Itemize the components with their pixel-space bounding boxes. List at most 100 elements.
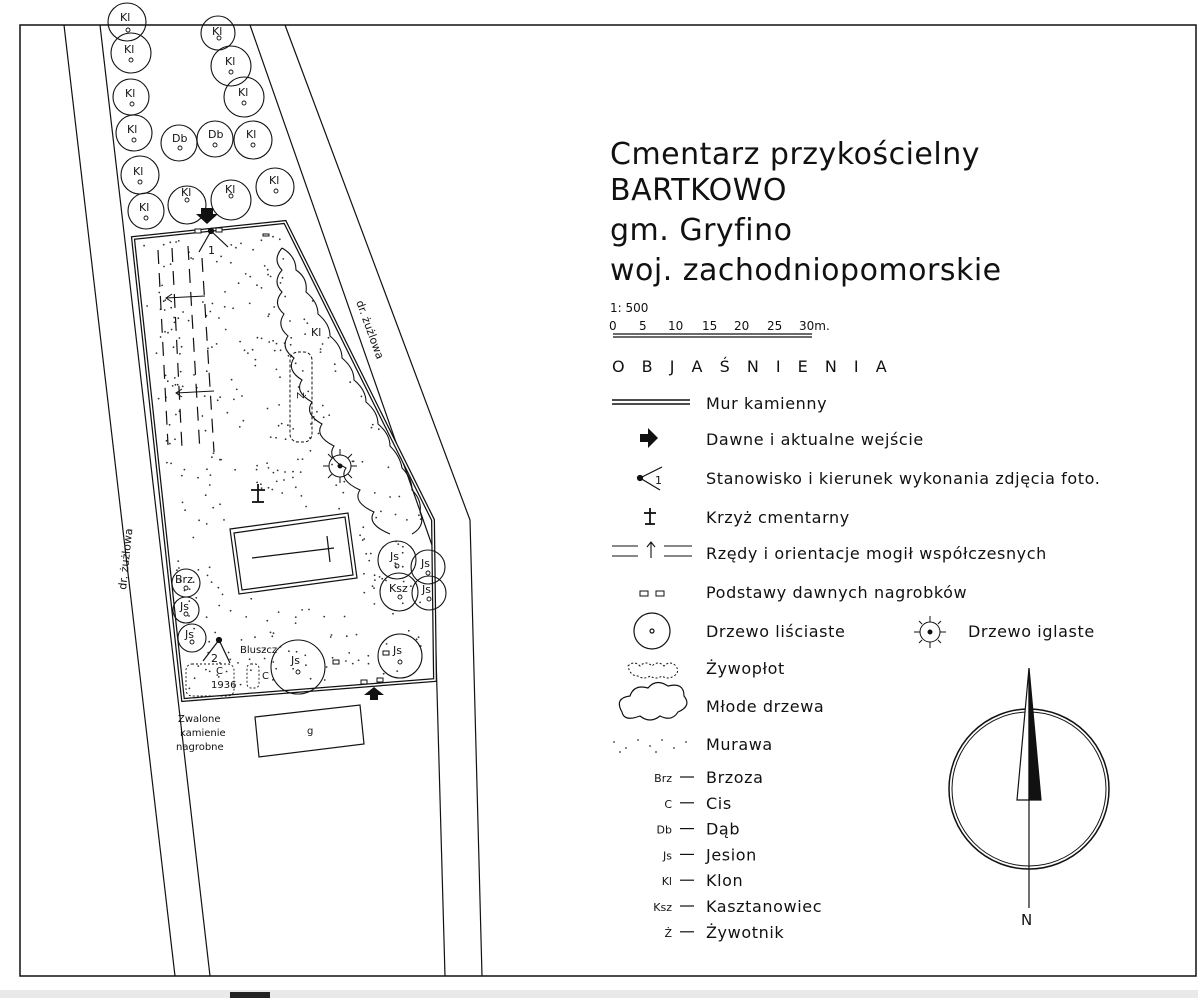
lawn-dot [327, 336, 330, 339]
lawn-dot [243, 349, 246, 352]
compass-needle-light [1016, 667, 1030, 801]
lawn-dot [325, 666, 328, 668]
lawn-dot [250, 597, 253, 600]
lawn-dot [266, 619, 269, 622]
tree-kl-5: Kl [133, 165, 143, 178]
tree-kl-10: Kl [246, 128, 256, 141]
lawn-dot [317, 432, 320, 435]
lawn-dot [398, 495, 401, 498]
legend-lawn-symbol [613, 739, 687, 753]
lawn-dot [211, 346, 213, 348]
north-arrow: N [948, 667, 1110, 929]
lawn-dot [211, 456, 213, 459]
lawn-dot [179, 352, 181, 355]
lawn-dot [375, 516, 378, 519]
lawn-dot [305, 505, 307, 508]
lawn-dot [260, 337, 263, 340]
lawn-dot [266, 268, 269, 271]
lawn-dot [370, 426, 373, 429]
thuja-hedge [289, 351, 313, 443]
lawn-dot [182, 311, 185, 313]
lawn-dot [240, 639, 243, 641]
lawn-dot [276, 469, 279, 472]
legend-hedge-symbol [627, 662, 679, 679]
lawn-dot [305, 664, 307, 667]
species-code: Brz [654, 772, 672, 785]
tree-kl-6: Kl [139, 201, 149, 214]
fallen-stones-line2: kamienie [180, 728, 226, 739]
scale-tick-10: 10 [668, 319, 683, 333]
tree-kl-4: Kl [127, 123, 137, 136]
lawn-dot [179, 370, 182, 373]
lawn-dot [255, 468, 258, 471]
photo-station-2-label: 2 [211, 652, 218, 665]
lawn-dot [287, 424, 289, 427]
lawn-dot [230, 261, 232, 264]
lawn-dot [334, 370, 337, 372]
lawn-dot [361, 460, 364, 463]
lawn-dot [357, 659, 360, 662]
lawn-dot [162, 243, 165, 246]
lawn-dot [218, 604, 221, 607]
lawn-dot [373, 603, 376, 605]
lawn-dot [215, 343, 218, 345]
scale-tick-15: 15 [702, 319, 717, 333]
lawn-dot [208, 484, 211, 486]
lawn-dot [271, 635, 274, 638]
lawn-dot [373, 492, 376, 494]
lawn-dot [155, 352, 158, 354]
lawn-dot [205, 616, 208, 618]
tree-js-5: Js [290, 654, 300, 667]
lawn-dot [181, 474, 183, 477]
lawn-dot [279, 349, 282, 352]
lawn-dot [173, 377, 176, 379]
photo-station-1 [198, 227, 229, 253]
lawn-dot [287, 354, 290, 357]
tree-kl-8: Kl [225, 183, 235, 196]
legend-graves-label: Rzędy i orientacje mogił współczesnych [706, 544, 1047, 563]
lawn-dot [407, 629, 410, 632]
compass-north-label: N [1021, 911, 1032, 929]
lawn-dot [355, 633, 358, 636]
legend-graves-symbol [612, 541, 692, 558]
lawn-dot [281, 276, 284, 279]
lawn-dot [359, 534, 361, 537]
lawn-dot [333, 363, 336, 366]
lawn-dot [267, 273, 269, 276]
lawn-dot [204, 429, 207, 432]
lawn-dot [212, 506, 215, 509]
lawn-dot [308, 608, 310, 611]
lawn-dot [267, 315, 270, 318]
scale-tick-25: 25 [767, 319, 782, 333]
lawn-dot [210, 581, 213, 583]
lawn-dot [241, 395, 243, 397]
lawn-dot [342, 491, 345, 494]
young-trees-row [276, 247, 423, 535]
lawn-dot [269, 631, 272, 634]
lawn-dot [294, 622, 297, 624]
lawn-dot [163, 265, 165, 268]
lawn-dot [394, 562, 397, 564]
lawn-dot [277, 611, 280, 613]
conifer-tree [323, 449, 357, 483]
lawn-dot [178, 337, 181, 339]
lawn-dot [158, 291, 161, 294]
lawn-dot [204, 494, 207, 497]
lawn-dot [396, 670, 399, 672]
tree-label-z: Ż [294, 392, 307, 399]
lawn-dot [198, 519, 201, 522]
lawn-dot [208, 566, 211, 569]
lawn-dot [173, 316, 176, 319]
lawn-dot [172, 346, 175, 349]
entrance-north [196, 208, 218, 224]
lawn-dot [217, 676, 220, 678]
lawn-dot [279, 282, 282, 284]
lawn-dot [256, 481, 258, 484]
lawn-dot [146, 305, 149, 307]
tree-js-3: Js [421, 583, 431, 596]
lawn-dot [343, 480, 346, 483]
lawn-dot [256, 464, 258, 467]
lawn-dot [164, 299, 167, 301]
tree-label-kl-hedge: Kl [311, 326, 321, 339]
